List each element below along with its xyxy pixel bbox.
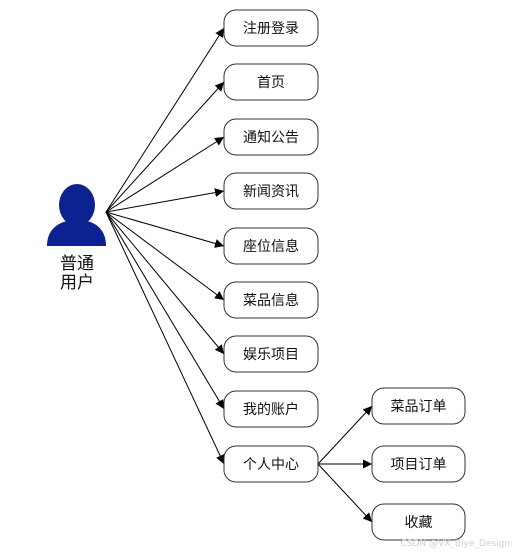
edge-to-module-1 [105, 27, 225, 213]
actor-label-line1: 普通 [60, 254, 94, 274]
module-node-4[interactable]: 新闻资讯 [223, 172, 319, 210]
module-node-5[interactable]: 座位信息 [223, 227, 319, 265]
module-node-4-box [223, 172, 319, 210]
module-node-1-box [223, 9, 319, 47]
module-node-1-label: 注册登录 [243, 21, 299, 37]
edge-to-module-7 [105, 211, 225, 355]
module-node-5-box [223, 227, 319, 265]
sub-module-node-2-label: 项目订单 [391, 457, 447, 473]
edge-to-module-6 [105, 211, 225, 301]
module-node-8[interactable]: 我的账户 [223, 390, 319, 428]
module-node-6-box [223, 281, 319, 319]
module-node-9-box [223, 445, 319, 483]
module-node-5-label: 座位信息 [243, 238, 299, 255]
module-node-3[interactable]: 通知公告 [223, 118, 319, 156]
module-node-2-label: 首页 [257, 75, 285, 91]
sub-module-node-2-box [371, 445, 466, 483]
sub-module-node-1-box [371, 387, 466, 425]
sub-module-node-3[interactable]: 收藏 [371, 503, 466, 541]
module-node-9[interactable]: 个人中心 [223, 445, 319, 483]
connector-layer [105, 27, 373, 523]
module-node-8-box [223, 390, 319, 428]
module-node-9-label: 个人中心 [243, 457, 299, 473]
actor-body-icon [47, 220, 106, 246]
module-node-3-label: 通知公告 [243, 129, 299, 146]
module-node-2-box [223, 63, 319, 101]
module-node-7[interactable]: 娱乐项目 [223, 335, 319, 373]
edge-to-module-5 [105, 211, 225, 248]
module-node-8-label: 我的账户 [243, 401, 299, 418]
edge-to-module-2 [105, 81, 225, 213]
sub-module-node-3-box [371, 503, 466, 541]
actor-head-icon [59, 184, 95, 226]
edge-to-module-8 [105, 211, 225, 410]
module-node-6-label: 菜品信息 [243, 292, 299, 309]
watermark: CSDN @VX_Biye_Design [401, 539, 510, 549]
actor-label-line2: 用户 [60, 273, 94, 293]
module-node-7-box [223, 335, 319, 373]
module-node-2[interactable]: 首页 [223, 63, 319, 101]
edge-to-module-9 [105, 211, 225, 465]
edge-to-module-4 [105, 188, 225, 213]
user-actor: 普通 用户 [47, 184, 106, 293]
module-node-1[interactable]: 注册登录 [223, 9, 319, 47]
module-node-4-label: 新闻资讯 [243, 184, 299, 200]
edge-to-sub-module-1 [317, 405, 373, 465]
module-node-6[interactable]: 菜品信息 [223, 281, 319, 319]
edge-to-sub-module-3 [317, 463, 373, 523]
module-node-3-box [223, 118, 319, 156]
module-node-7-label: 娱乐项目 [243, 347, 299, 363]
sub-module-node-3-label: 收藏 [405, 515, 433, 531]
edge-to-module-3 [105, 136, 225, 213]
sub-module-node-1-label: 菜品订单 [391, 399, 447, 415]
sub-module-node-1[interactable]: 菜品订单 [371, 387, 466, 425]
sub-module-node-2[interactable]: 项目订单 [371, 445, 466, 483]
